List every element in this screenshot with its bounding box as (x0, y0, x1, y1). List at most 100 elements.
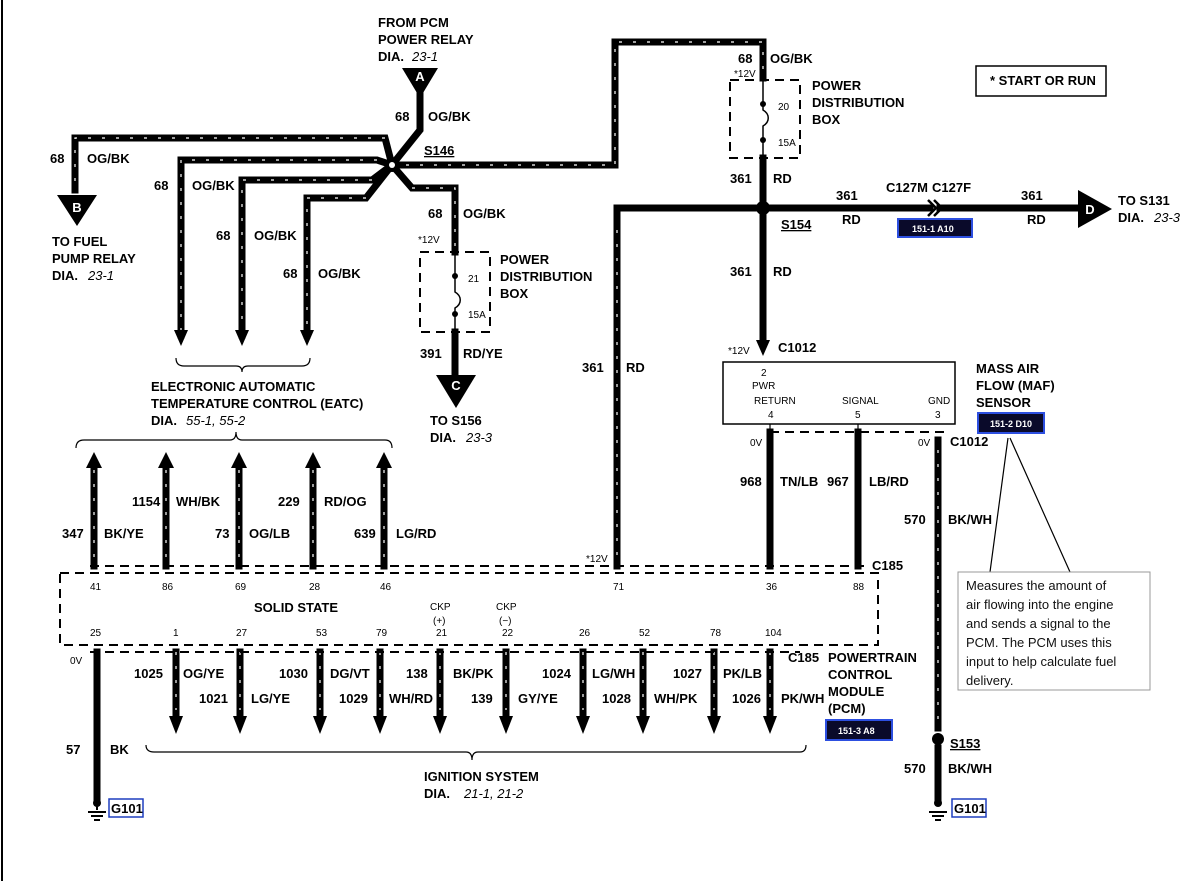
svg-text:BOX: BOX (812, 112, 841, 127)
svg-text:1021: 1021 (199, 691, 228, 706)
svg-text:S146: S146 (424, 143, 454, 158)
svg-text:138: 138 (406, 666, 428, 681)
svg-text:FROM PCM: FROM PCM (378, 15, 449, 30)
ref-box-maf (977, 412, 1045, 434)
svg-text:RD/OG: RD/OG (324, 494, 367, 509)
svg-text:2: 2 (761, 368, 767, 379)
svg-text:23-1: 23-1 (87, 268, 114, 283)
svg-text:and sends a signal to the: and sends a signal to the (966, 616, 1111, 631)
svg-text:PCM. The PCM uses this: PCM. The PCM uses this (966, 635, 1112, 650)
svg-text:RD: RD (773, 264, 792, 279)
svg-text:OG/LB: OG/LB (249, 526, 290, 541)
svg-text:26: 26 (579, 628, 591, 639)
legend-box (975, 65, 1107, 97)
connector-a: A (402, 68, 438, 98)
arrowheads (86, 330, 777, 734)
svg-text:PK/WH: PK/WH (781, 691, 824, 706)
svg-text:DIA.: DIA. (430, 430, 456, 445)
svg-text:21: 21 (468, 274, 480, 285)
svg-text:C1012: C1012 (950, 434, 988, 449)
eatc-up-brace (75, 431, 393, 449)
svg-text:20: 20 (778, 102, 790, 113)
svg-text:OG/BK: OG/BK (428, 109, 471, 124)
ref-box-pcm (825, 719, 893, 741)
svg-text:52: 52 (639, 628, 651, 639)
ignition-brace (145, 744, 807, 761)
svg-text:88: 88 (853, 582, 865, 593)
svg-text:LG/RD: LG/RD (396, 526, 436, 541)
svg-text:DIA.: DIA. (378, 49, 404, 64)
svg-text:53: 53 (316, 628, 328, 639)
svg-text:68: 68 (283, 266, 297, 281)
svg-text:PWR: PWR (752, 381, 775, 392)
svg-text:151-2 D10: 151-2 D10 (990, 419, 1032, 429)
svg-text:BK: BK (110, 742, 129, 757)
svg-text:POWER: POWER (812, 78, 862, 93)
svg-text:15A: 15A (468, 310, 486, 321)
svg-text:OG/BK: OG/BK (192, 178, 235, 193)
svg-text:361: 361 (730, 171, 752, 186)
svg-text:968: 968 (740, 474, 762, 489)
svg-text:air flowing into the engine: air flowing into the engine (966, 597, 1113, 612)
svg-text:TO S131: TO S131 (1118, 193, 1170, 208)
svg-text:68: 68 (738, 51, 752, 66)
svg-text:OG/BK: OG/BK (318, 266, 361, 281)
svg-text:139: 139 (471, 691, 493, 706)
svg-text:TN/LB: TN/LB (780, 474, 818, 489)
svg-text:IGNITION SYSTEM: IGNITION SYSTEM (424, 769, 539, 784)
svg-text:S153: S153 (950, 736, 980, 751)
ground-g101-left (88, 799, 106, 821)
svg-text:delivery.: delivery. (966, 673, 1013, 688)
svg-text:(−): (−) (499, 616, 512, 627)
pdb-left (419, 251, 491, 333)
svg-text:1025: 1025 (134, 666, 163, 681)
svg-text:41: 41 (90, 582, 102, 593)
svg-text:21-1, 21-2: 21-1, 21-2 (463, 786, 524, 801)
svg-text:C127F: C127F (932, 180, 971, 195)
svg-text:SENSOR: SENSOR (976, 395, 1032, 410)
svg-text:C127M: C127M (886, 180, 928, 195)
svg-text:TO FUEL: TO FUEL (52, 234, 107, 249)
svg-text:DISTRIBUTION: DISTRIBUTION (812, 95, 904, 110)
svg-text:BK/PK: BK/PK (453, 666, 494, 681)
svg-text:25: 25 (90, 628, 102, 639)
svg-text:RD: RD (626, 360, 645, 375)
svg-text:C: C (451, 378, 461, 393)
svg-text:SOLID STATE: SOLID STATE (254, 600, 338, 615)
svg-text:36: 36 (766, 582, 778, 593)
svg-text:S154: S154 (781, 217, 812, 232)
eatc-down-brace (175, 357, 311, 373)
svg-text:1027: 1027 (673, 666, 702, 681)
svg-text:0V: 0V (918, 438, 931, 449)
svg-text:3: 3 (935, 410, 941, 421)
svg-text:361: 361 (730, 264, 752, 279)
svg-text:68: 68 (216, 228, 230, 243)
svg-text:71: 71 (613, 582, 625, 593)
svg-text:23-3: 23-3 (465, 430, 493, 445)
svg-text:361: 361 (582, 360, 604, 375)
svg-text:23-3: 23-3 (1153, 210, 1181, 225)
svg-text:G101: G101 (954, 801, 986, 816)
svg-text:361: 361 (836, 188, 858, 203)
svg-text:CKP: CKP (430, 602, 451, 613)
svg-text:OG/BK: OG/BK (770, 51, 813, 66)
splice-s153 (932, 733, 944, 745)
svg-text:0V: 0V (70, 656, 83, 667)
svg-text:LG/WH: LG/WH (592, 666, 635, 681)
svg-text:LG/YE: LG/YE (251, 691, 290, 706)
svg-text:C185: C185 (788, 650, 819, 665)
svg-text:POWERTRAIN: POWERTRAIN (828, 650, 917, 665)
callout-box (957, 571, 1151, 691)
svg-text:CONTROL: CONTROL (828, 667, 892, 682)
svg-text:15A: 15A (778, 138, 796, 149)
wire-paths (71, 38, 1084, 804)
connector-c: C (436, 375, 476, 408)
svg-text:POWER: POWER (500, 252, 550, 267)
svg-text:C1012: C1012 (778, 340, 816, 355)
connector-d: D (1078, 190, 1112, 228)
maf-sensor-box (722, 361, 956, 425)
svg-text:(+): (+) (433, 616, 446, 627)
svg-text:391: 391 (420, 346, 442, 361)
svg-text:OG/BK: OG/BK (254, 228, 297, 243)
